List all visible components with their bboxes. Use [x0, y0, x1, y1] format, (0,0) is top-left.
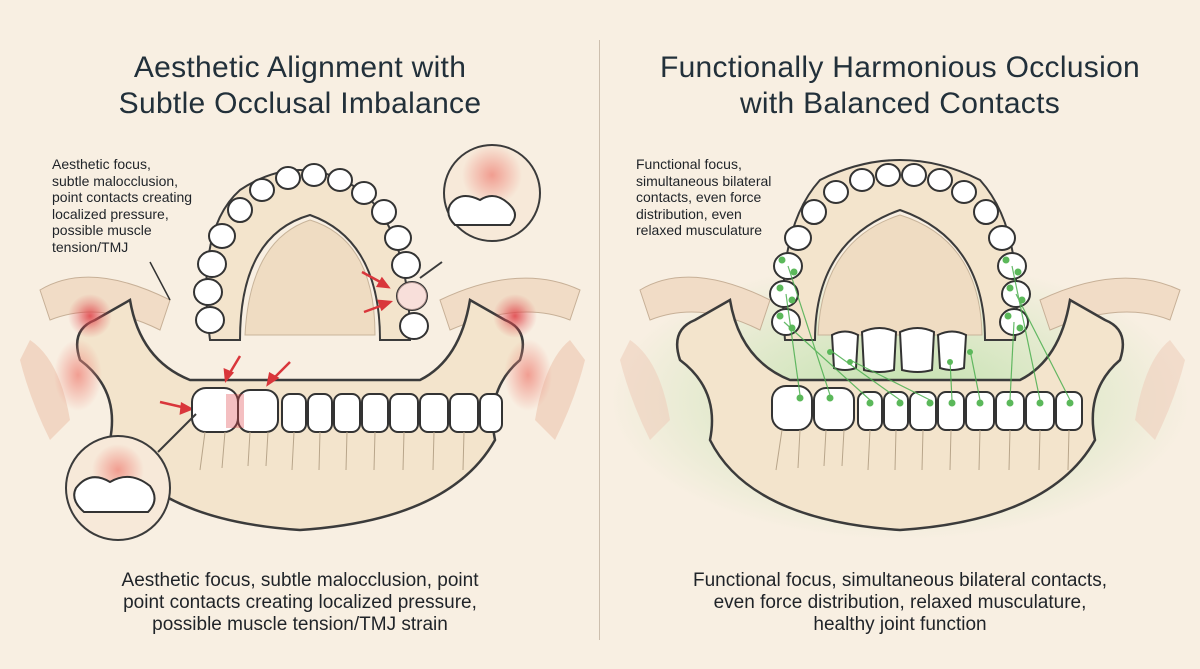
right-title-line-1: Functionally Harmonious Occlusion	[659, 51, 1141, 84]
left-title: Aesthetic Alignment with Subtle Occlusal…	[0, 50, 600, 122]
right-caption-line: healthy joint function	[813, 614, 987, 635]
left-note-line: point contacts creating	[52, 189, 193, 205]
right-caption: Functional focus, simultaneous bilateral…	[600, 570, 1200, 636]
left-caption: Aesthetic focus, subtle malocclusion, po…	[0, 570, 600, 636]
panel-divider	[599, 40, 600, 640]
right-title-line-2: with Balanced Contacts	[739, 87, 1061, 120]
left-jaw-illustration	[20, 144, 585, 541]
left-title-line-1: Aesthetic Alignment with	[133, 51, 467, 84]
left-note-line: possible muscle	[52, 222, 152, 238]
right-panel: Functionally Harmonious Occlusion with B…	[600, 0, 1200, 669]
left-zoom-lower	[65, 413, 197, 541]
right-note-line: distribution, even	[636, 205, 742, 222]
right-note-line: Functional focus,	[636, 156, 742, 172]
contact-lines	[783, 265, 1071, 401]
right-jaw-illustration	[610, 159, 1190, 540]
left-tmj-glow	[68, 294, 112, 338]
left-note-line: Aesthetic focus,	[52, 156, 151, 172]
left-title-line-2: Subtle Occlusal Imbalance	[118, 87, 482, 120]
left-note-line: tension/TMJ	[52, 238, 129, 255]
left-muscle-tension	[54, 339, 102, 411]
left-note-line: localized pressure,	[52, 205, 169, 222]
left-zoom-upper	[419, 144, 541, 279]
left-side-note: Aesthetic focus, subtle malocclusion, po…	[52, 156, 222, 255]
right-tmj-glow	[493, 294, 537, 338]
right-note-line: simultaneous bilateral	[636, 172, 772, 189]
right-title: Functionally Harmonious Occlusion with B…	[600, 50, 1200, 122]
contact-points	[776, 256, 1074, 407]
left-caption-line: Aesthetic focus, subtle malocclusion, po…	[121, 570, 479, 591]
right-caption-line: even force distribution, relaxed muscula…	[713, 592, 1087, 613]
right-note-line: contacts, even force	[636, 189, 762, 205]
left-caption-line: possible muscle tension/TMJ strain	[152, 614, 448, 635]
left-caption-line: point contacts creating localized pressu…	[123, 592, 477, 613]
left-note-line: subtle malocclusion,	[52, 172, 179, 189]
right-muscle-tension	[504, 339, 552, 411]
right-side-note: Functional focus, simultaneous bilateral…	[636, 156, 796, 239]
left-panel: Aesthetic Alignment with Subtle Occlusal…	[0, 50, 600, 636]
right-note-line: relaxed musculature	[636, 222, 763, 238]
right-caption-line: Functional focus, simultaneous bilateral…	[693, 570, 1107, 591]
